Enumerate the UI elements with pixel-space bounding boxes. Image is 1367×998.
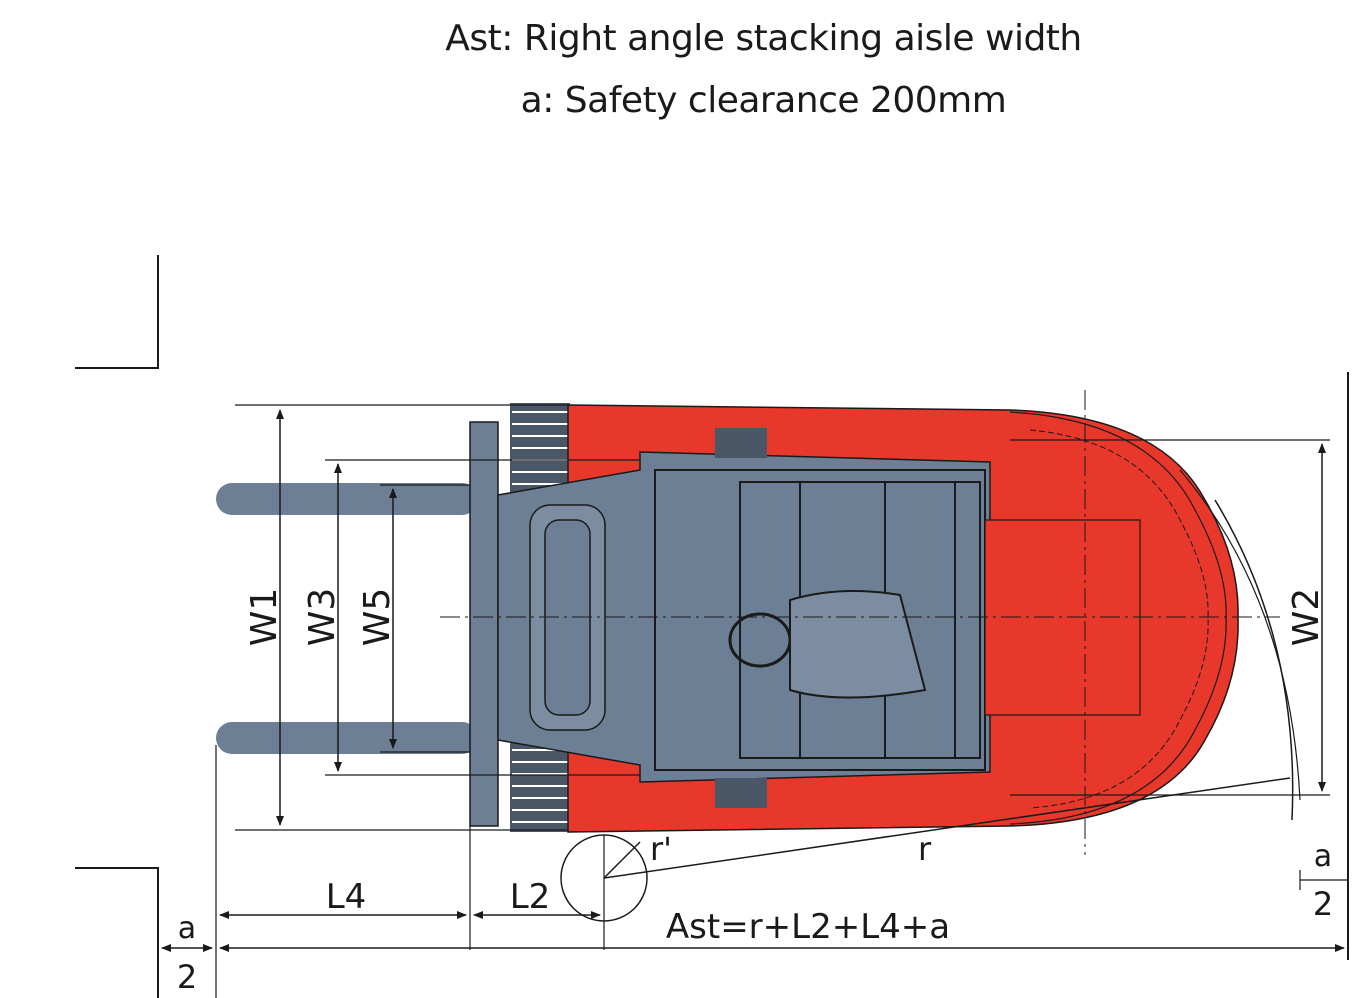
w2-label: W2 <box>1286 588 1327 647</box>
operator-seat <box>789 590 927 699</box>
fork-carriage <box>469 421 499 827</box>
r-label: r <box>918 830 932 868</box>
vent-grill-upper <box>715 428 767 458</box>
caption-safety-clearance: a: Safety clearance 200mm <box>520 80 1007 121</box>
counterweight-inner-outline <box>1029 429 1209 809</box>
left-clearance-2-label: 2 <box>177 958 197 996</box>
w3-label: W3 <box>302 588 343 647</box>
fork-lower <box>216 722 478 754</box>
right-clearance-a-label: a <box>1314 839 1332 874</box>
r-prime-label: r' <box>650 830 672 868</box>
outer-turning-arc-2 <box>1179 469 1301 801</box>
counterweight-outline <box>1009 411 1227 825</box>
l2-label: L2 <box>510 877 551 917</box>
length-extension-lines <box>215 745 605 998</box>
mast <box>529 504 606 731</box>
fork-upper <box>216 483 478 515</box>
front-tire-upper <box>510 403 570 495</box>
w5-label: W5 <box>357 588 398 647</box>
width-extension-lines <box>235 404 1330 831</box>
aisle-wall-top-left <box>75 255 159 369</box>
right-clearance-2-label: 2 <box>1313 885 1333 923</box>
aisle-wall-bottom-left <box>75 867 159 998</box>
ast-formula-label: Ast=r+L2+L4+a <box>666 907 950 947</box>
vent-grill-lower <box>715 778 767 808</box>
left-clearance-a-label: a <box>178 911 196 946</box>
caption-ast-definition: Ast: Right angle stacking aisle width <box>445 18 1082 59</box>
r-radius-line <box>603 777 1291 879</box>
outer-turning-arc <box>1214 499 1294 821</box>
w1-label: W1 <box>244 588 285 647</box>
l4-label: L4 <box>326 877 367 917</box>
r-prime-radius-line <box>603 841 641 879</box>
front-tire-lower <box>510 740 570 832</box>
